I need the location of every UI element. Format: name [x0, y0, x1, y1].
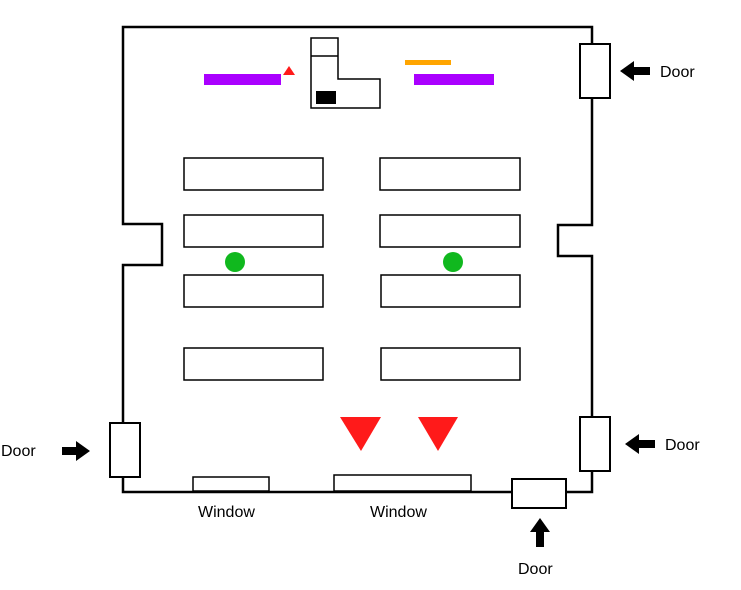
table-right-2	[379, 214, 521, 248]
door-right-bottom	[579, 416, 611, 472]
table-right-4	[380, 347, 521, 381]
window-label-left: Window	[198, 504, 255, 521]
table-right-3	[380, 274, 521, 308]
window-label-center: Window	[370, 504, 427, 521]
door-label-right-top: Door	[660, 64, 695, 81]
table-right-1	[379, 157, 521, 191]
door-bottom	[511, 478, 567, 509]
arrow-up-icon	[530, 518, 550, 547]
red-triangle-right	[418, 417, 458, 451]
small-red-triangle	[283, 66, 295, 75]
door-right-top	[579, 43, 611, 99]
table-left-4	[183, 347, 324, 381]
table-left-1	[183, 157, 324, 191]
window-center	[333, 474, 472, 492]
front-desk	[310, 37, 381, 109]
green-dot-left	[225, 252, 245, 272]
arrow-left-icon	[620, 61, 650, 81]
orange-bar	[405, 60, 451, 65]
purple-bar-left	[204, 74, 281, 85]
door-label-bottom: Door	[518, 561, 553, 578]
purple-bar-right	[414, 74, 494, 85]
door-label-left: Door	[1, 443, 36, 460]
table-left-3	[183, 274, 324, 308]
door-label-right-bottom: Door	[665, 437, 700, 454]
arrow-right-icon	[62, 441, 90, 461]
window-left	[192, 476, 270, 492]
desk-equipment	[316, 91, 336, 104]
green-dot-right	[443, 252, 463, 272]
red-triangle-left	[340, 417, 381, 451]
arrow-left-icon	[625, 434, 655, 454]
table-left-2	[183, 214, 324, 248]
door-left	[109, 422, 141, 478]
